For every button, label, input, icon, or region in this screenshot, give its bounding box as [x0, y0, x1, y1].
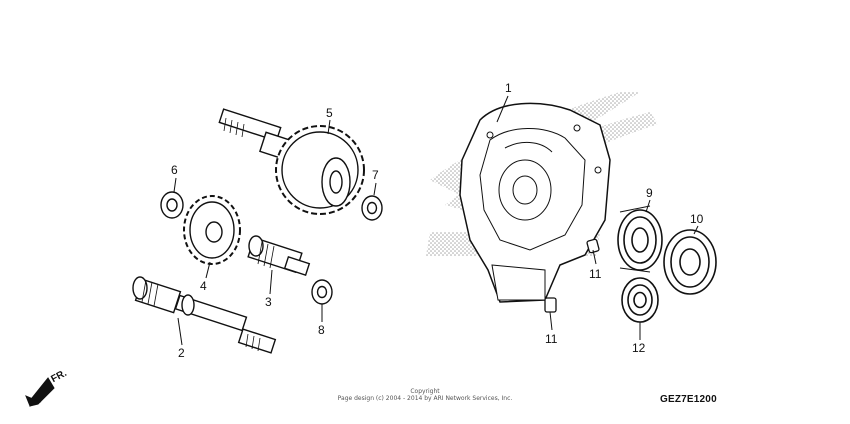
part-3-countershaft[interactable] — [247, 235, 311, 276]
copyright-line-2: Page design (c) 2004 - 2014 by ARI Netwo… — [337, 395, 513, 402]
callout-5: 5 — [326, 106, 333, 120]
part-5-final-shaft[interactable] — [218, 108, 365, 215]
callout-7: 7 — [372, 168, 379, 182]
front-direction-arrow-icon — [25, 377, 55, 407]
part-10-bearing[interactable] — [663, 229, 717, 295]
copyright-line-1: Copyright — [410, 388, 440, 395]
callout-11-pin-right: 11 — [589, 267, 602, 281]
part-11-dowel-pin-bottom[interactable] — [544, 297, 557, 313]
part-8-washer[interactable] — [311, 279, 333, 305]
part-12-bearing[interactable] — [621, 277, 659, 323]
callout-1: 1 — [505, 81, 512, 95]
callout-9: 9 — [646, 186, 653, 200]
part-11-dowel-pin-right[interactable] — [586, 238, 600, 254]
callout-leaders — [173, 95, 699, 346]
part-7-washer[interactable] — [361, 195, 383, 221]
callout-10: 10 — [690, 212, 704, 226]
callout-3: 3 — [265, 295, 272, 309]
diagram-code: GEZ7E1200 — [660, 394, 717, 405]
copyright-notice: Copyright Page design (c) 2004 - 2014 by… — [300, 388, 550, 402]
callout-2: 2 — [178, 346, 185, 360]
callout-6: 6 — [171, 163, 178, 177]
part-9-bearing[interactable] — [617, 205, 663, 273]
callout-11-pin-bottom: 11 — [545, 332, 558, 346]
callout-8: 8 — [318, 323, 325, 337]
part-6-washer[interactable] — [160, 191, 184, 219]
part-1-transmission-case[interactable] — [459, 102, 611, 303]
callout-12: 12 — [632, 341, 646, 355]
part-2-drive-shaft[interactable] — [132, 276, 277, 354]
part-4-gear[interactable] — [183, 195, 241, 265]
callout-4: 4 — [200, 279, 207, 293]
